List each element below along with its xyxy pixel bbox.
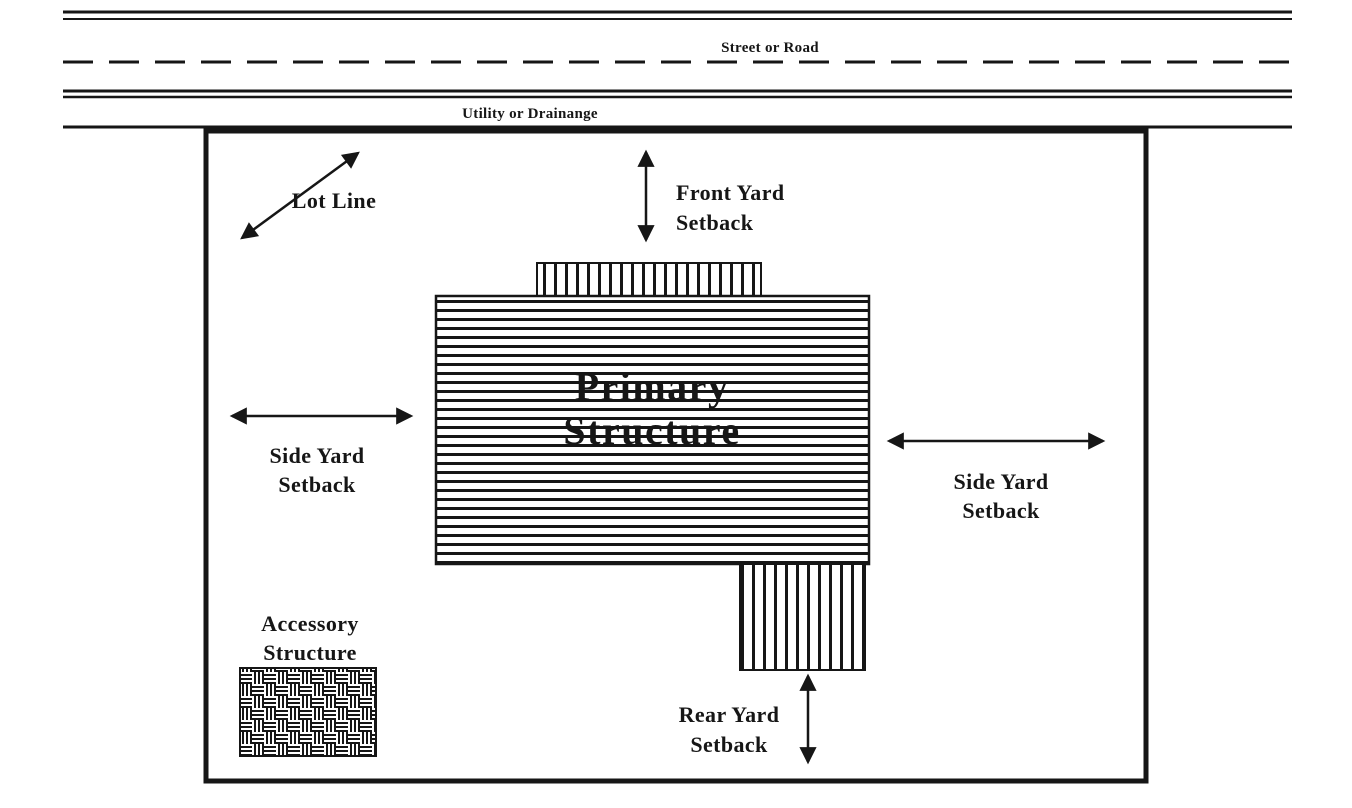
side-yard-right-label-line2: Setback (962, 498, 1040, 523)
rear-wing-shape (739, 563, 866, 671)
front-porch-shape (536, 262, 762, 298)
lot-line-label: Lot Line (292, 188, 377, 213)
primary-structure-label-line1: Primary (575, 364, 730, 409)
front-yard-setback-label-line1: Front Yard (676, 180, 785, 205)
lot-line-arrow (240, 151, 360, 240)
side-yard-right-label-line1: Side Yard (953, 469, 1048, 494)
front-yard-setback-label-line2: Setback (676, 210, 754, 235)
accessory-structure-label-line2: Structure (263, 640, 357, 665)
primary-structure-shape (434, 294, 871, 566)
side-yard-left-label-line2: Setback (278, 472, 356, 497)
street-label: Street or Road (721, 40, 819, 56)
side-yard-left-label-line1: Side Yard (269, 443, 364, 468)
utility-easement-label: Utility or Drainange (462, 106, 598, 122)
rear-yard-setback-label-line1: Rear Yard (679, 702, 780, 727)
rear-yard-setback-label-line2: Setback (690, 732, 768, 757)
accessory-structure-label-line1: Accessory (261, 611, 359, 636)
primary-structure-label-line2: Structure (563, 408, 740, 453)
accessory-structure-shape (239, 667, 377, 757)
